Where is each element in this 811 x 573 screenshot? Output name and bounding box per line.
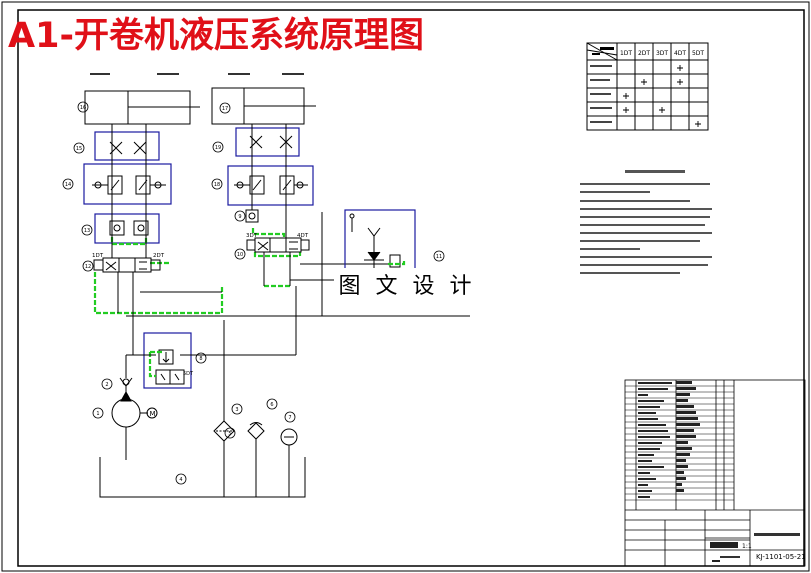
component-number-1: 1 xyxy=(96,411,99,417)
component-number-4: 4 xyxy=(179,477,182,483)
watermark-label: 图 文 设 计 xyxy=(334,268,480,306)
directional-valve-12 xyxy=(93,257,161,273)
component-number-19: 19 xyxy=(215,145,221,151)
table-plus-marks xyxy=(623,65,701,127)
table-corner-hatch xyxy=(592,47,614,55)
directional-valve-right xyxy=(246,237,310,253)
balloon-circles xyxy=(62,101,445,485)
left-green-pipes xyxy=(93,237,224,315)
cooler-6 xyxy=(247,422,265,497)
needle-valves-15 xyxy=(109,141,147,155)
technical-notes-block xyxy=(580,170,712,274)
needle-valve-frame-15 xyxy=(94,131,160,161)
inner-border xyxy=(17,9,805,567)
valve-group-11 xyxy=(349,213,401,274)
sheet-scale: 1:1 xyxy=(742,543,752,550)
check-valve-frame-13 xyxy=(94,213,160,244)
check-valve-2 xyxy=(119,377,133,399)
motor-label: M xyxy=(150,410,156,418)
table-row-label-marks xyxy=(590,65,612,123)
parts-list-rows xyxy=(625,385,734,501)
table-header-3dt: 3DT xyxy=(656,50,668,57)
drawing-number: KJ-1101-05-21 xyxy=(756,553,806,561)
table-header-1dt: 1DT xyxy=(620,50,632,57)
valve-frame-right xyxy=(227,165,314,206)
component-number-6: 6 xyxy=(270,402,273,408)
needle-valve-frame-right xyxy=(235,127,300,157)
electric-motor xyxy=(146,407,158,419)
relief-valve-8 xyxy=(155,349,185,385)
valve-frame-14 xyxy=(83,163,172,205)
component-number-8: 8 xyxy=(199,356,202,362)
component-number-17: 17 xyxy=(222,106,228,112)
title-block-fill-mark xyxy=(720,556,740,558)
oil-tank xyxy=(99,457,306,498)
parts-list-fill-marks xyxy=(638,381,738,562)
filter-5 xyxy=(213,320,235,497)
component-number-18: 18 xyxy=(214,182,220,188)
valve-11-green xyxy=(388,260,406,266)
title-block-name-marks xyxy=(754,533,800,536)
solenoid-label-2dt: 2DT xyxy=(153,253,165,259)
cylinder-label-mark-l2 xyxy=(157,73,179,75)
component-number-11: 11 xyxy=(436,254,442,260)
throttle-check-14 xyxy=(92,175,166,195)
pilot-check-13 xyxy=(109,220,149,236)
table-header-5dt: 5DT xyxy=(692,50,704,57)
solenoid-label-4dt: 4DT xyxy=(297,233,309,239)
solenoid-label-1dt: 1DT xyxy=(92,253,104,259)
hydraulic-pump xyxy=(111,390,148,460)
cylinder-label-mark-r1 xyxy=(228,73,250,75)
component-number-5: 5 xyxy=(228,431,231,437)
left-pipe-lines xyxy=(111,124,470,378)
drawing-title: A1-开卷机液压系统原理图 xyxy=(8,16,424,56)
relief-green-pipe xyxy=(148,350,162,378)
component-number-3: 3 xyxy=(235,407,238,413)
right-green-pipes xyxy=(251,228,302,288)
component-number-10: 10 xyxy=(237,252,243,258)
solenoid-label-5dt: 5DT xyxy=(183,371,194,377)
component-number-7: 7 xyxy=(288,415,291,421)
throttle-check-right xyxy=(234,175,308,195)
table-header-4dt: 4DT xyxy=(674,50,686,57)
component-number-12: 12 xyxy=(85,264,91,270)
component-number-9: 9 xyxy=(238,214,241,220)
check-valve-right xyxy=(245,209,259,223)
component-number-16: 16 xyxy=(80,105,86,111)
component-number-13: 13 xyxy=(84,228,90,234)
cylinder-label-mark-l1 xyxy=(90,73,110,75)
component-number-15: 15 xyxy=(76,146,82,152)
cylinder-label-mark-r2 xyxy=(282,73,304,75)
relief-valve-frame-8 xyxy=(143,332,192,389)
solenoid-label-3dt: 3DT xyxy=(246,233,258,239)
thermometer-7 xyxy=(280,428,298,497)
component-number-14: 14 xyxy=(65,182,71,188)
table-header-2dt: 2DT xyxy=(638,50,650,57)
component-number-2: 2 xyxy=(105,382,108,388)
solenoid-action-table xyxy=(586,42,709,131)
